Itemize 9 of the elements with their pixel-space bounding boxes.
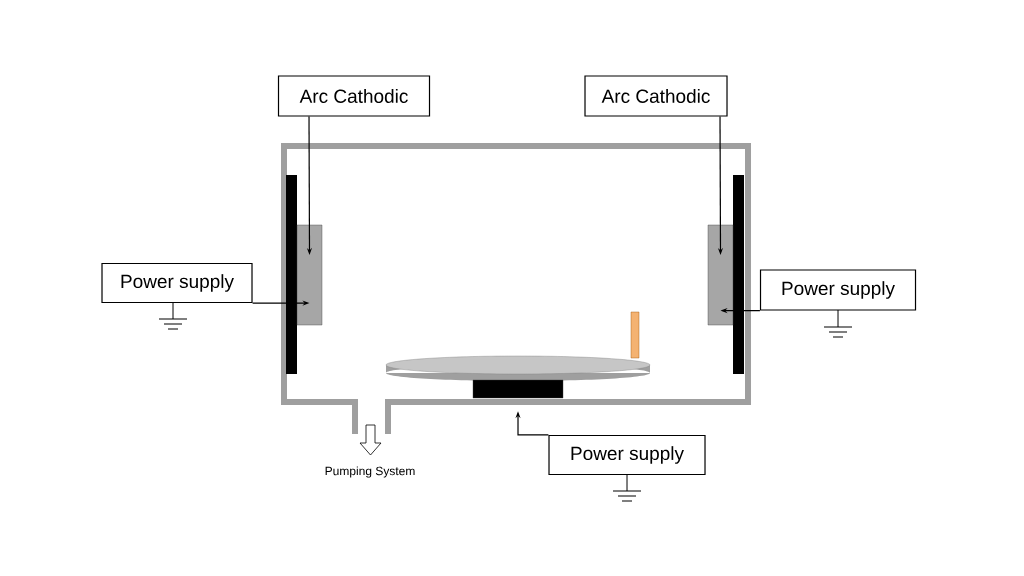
label: Pumping System [325,466,415,478]
cathode-target [707,224,734,326]
label-box: Power supply [101,262,253,304]
cathode-target [296,224,323,326]
label-box: Power supply [759,269,917,311]
label-box: Power supply [548,434,706,476]
heater-block [472,379,564,399]
label-box: Arc Cathodic [584,75,728,117]
label-box: Arc Cathodic [277,75,431,117]
